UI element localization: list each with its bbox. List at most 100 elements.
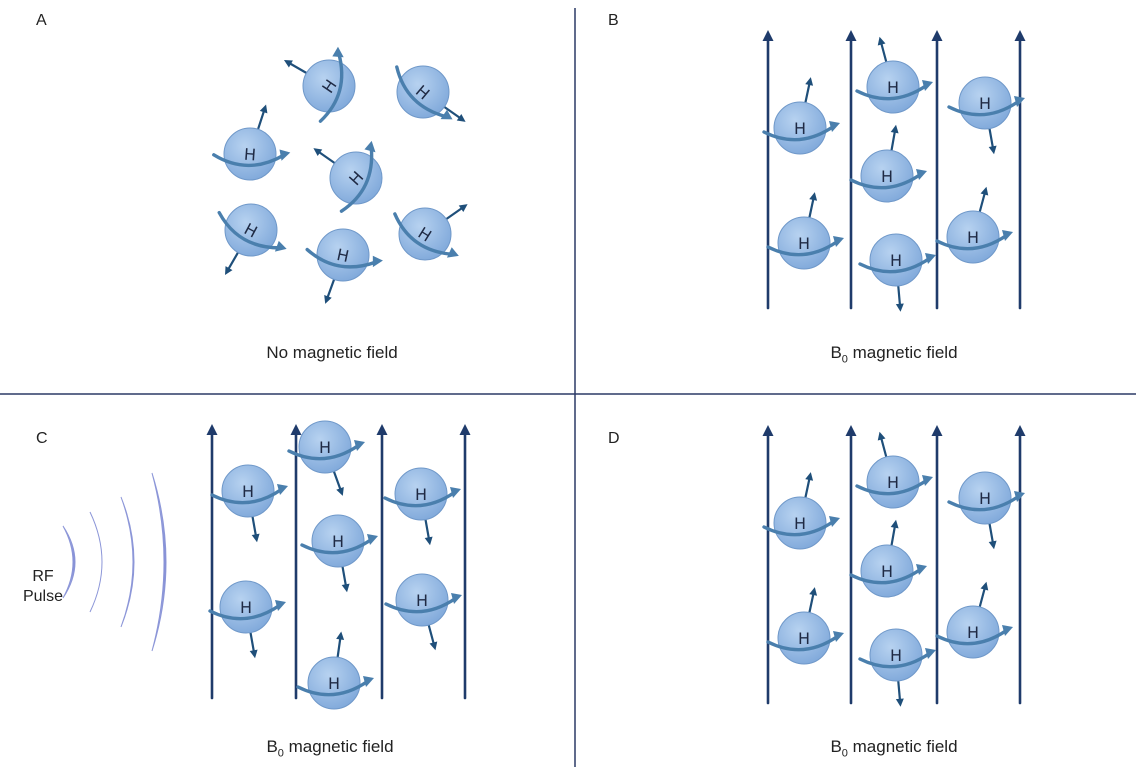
b-proton-7: H — [935, 186, 1013, 264]
spin-arrow-icon — [395, 65, 453, 120]
d-proton-6: H — [858, 628, 936, 707]
d-proton-4: H — [849, 519, 927, 598]
spin-arrow-icon — [212, 149, 291, 167]
spin-arrow-icon — [217, 210, 287, 252]
proton-label: H — [335, 245, 351, 266]
proton-sphere — [224, 203, 278, 257]
proton-label: H — [967, 623, 979, 642]
magnetic-moment-arrow — [889, 519, 899, 551]
spin-arrow-icon — [318, 46, 344, 123]
proton-sphere — [395, 573, 449, 627]
magnetic-moment-arrow — [803, 472, 814, 503]
proton-sphere — [223, 127, 277, 181]
caption-c-text: magnetic field — [283, 737, 394, 756]
spin-arrow-icon — [339, 140, 376, 213]
proton-sphere — [869, 233, 923, 287]
rf-wave-arc-3 — [120, 496, 135, 628]
b-proton-6: H — [858, 233, 936, 312]
proton-sphere — [958, 76, 1012, 130]
proton-label: H — [794, 514, 806, 533]
spin-arrow-icon — [849, 169, 927, 190]
spin-arrow-icon — [855, 475, 933, 496]
caption-b: B0 magnetic field — [744, 343, 1044, 365]
b-proton-5: H — [766, 192, 844, 270]
magnetic-moment-arrow — [283, 60, 312, 77]
field-lines-layer — [206, 30, 1026, 705]
magnetic-moment-arrow — [426, 620, 438, 651]
proton-sphere — [869, 628, 923, 682]
proton-sphere — [777, 216, 831, 270]
proton-label: H — [890, 251, 902, 270]
proton-label: H — [887, 473, 899, 492]
rf-wave-arc-4 — [151, 472, 167, 652]
caption-b-text: magnetic field — [847, 343, 958, 362]
magnetic-moment-arrow — [807, 192, 818, 223]
spin-arrow-icon — [935, 230, 1013, 251]
proton-label: H — [240, 598, 252, 617]
c-proton-4: H — [300, 514, 378, 593]
proton-sphere — [298, 420, 352, 474]
magnetic-moment-arrow — [977, 186, 989, 217]
c-proton-6: H — [384, 573, 462, 651]
c-field-line-1 — [206, 424, 218, 700]
b-field-line-1 — [762, 30, 774, 310]
c-proton-3: H — [383, 467, 461, 546]
proton-label: H — [979, 94, 991, 113]
c-field-line-3 — [376, 424, 388, 700]
spin-arrow-icon — [762, 516, 840, 537]
spin-arrow-icon — [383, 487, 461, 508]
magnetic-moment-arrow — [248, 627, 258, 659]
c-proton-7: H — [296, 631, 374, 710]
c-proton-5: H — [208, 580, 286, 659]
proton-sphere — [398, 207, 452, 261]
magnetic-moment-arrow — [807, 587, 818, 618]
b-field-line-3 — [931, 30, 943, 310]
proton-a-1: H — [283, 46, 356, 123]
proton-label: H — [798, 234, 810, 253]
d-field-line-2 — [845, 425, 857, 705]
proton-sphere — [307, 656, 361, 710]
proton-sphere — [219, 580, 273, 634]
caption-c-subscript: 0 — [277, 747, 284, 760]
proton-label: H — [881, 167, 893, 186]
spin-arrow-icon — [305, 247, 383, 269]
proton-sphere — [946, 605, 1000, 659]
caption-d-text: magnetic field — [847, 737, 958, 756]
magnetic-moment-arrow — [255, 104, 268, 135]
proton-label: H — [416, 591, 428, 610]
spin-arrow-icon — [947, 491, 1025, 512]
proton-label: H — [890, 646, 902, 665]
panel-label-d: D — [608, 430, 620, 447]
proton-sphere — [394, 467, 448, 521]
caption-d-symbol: B — [830, 737, 842, 756]
proton-sphere — [777, 611, 831, 665]
d-proton-7: H — [935, 581, 1013, 659]
b-proton-2: H — [855, 36, 933, 114]
caption-d: B0 magnetic field — [744, 737, 1044, 759]
magnetic-moment-arrow — [877, 36, 889, 67]
proton-sphere — [866, 455, 920, 509]
b-field-line-4 — [1014, 30, 1026, 310]
proton-label: H — [798, 629, 810, 648]
proton-a-7: H — [393, 204, 468, 261]
rf-pulse-label: RF Pulse — [18, 567, 68, 607]
spin-arrow-icon — [935, 625, 1013, 646]
proton-label: H — [979, 489, 991, 508]
caption-b-symbol: B — [830, 343, 842, 362]
proton-label: H — [332, 532, 344, 551]
proton-a-3: H — [212, 104, 291, 181]
spin-arrow-icon — [855, 80, 933, 101]
d-proton-3: H — [947, 471, 1025, 550]
d-proton-1: H — [762, 472, 840, 550]
magnetic-moment-arrow — [977, 581, 989, 612]
rf-label-line2: Pulse — [22, 588, 64, 605]
panel-label-c: C — [36, 430, 48, 447]
panel-label-a: A — [36, 12, 47, 29]
proton-a-5: H — [217, 203, 287, 276]
caption-a-text: No magnetic field — [266, 343, 398, 362]
spin-arrow-icon — [849, 564, 927, 585]
caption-a: No magnetic field — [182, 343, 482, 363]
proton-sphere — [958, 471, 1012, 525]
spin-arrow-icon — [393, 212, 459, 258]
